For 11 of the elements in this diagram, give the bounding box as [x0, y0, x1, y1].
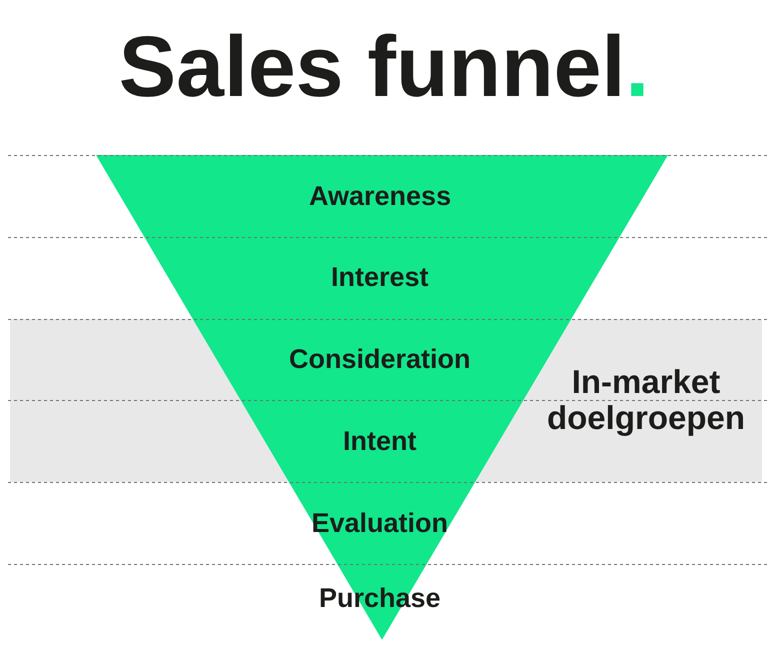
stage-label: Consideration — [289, 344, 471, 376]
funnel-stage — [192, 318, 572, 401]
band-label: In-market doelgroepen — [546, 364, 746, 437]
stage-label: Awareness — [309, 180, 452, 212]
funnel-stage — [96, 155, 668, 237]
title: Sales funnel. — [118, 24, 650, 110]
stage-label: Evaluation — [312, 508, 448, 539]
highlight-band — [10, 319, 762, 482]
stage-label: Intent — [343, 426, 416, 457]
funnel-stage — [240, 400, 524, 483]
stage-label: Interest — [331, 262, 429, 294]
